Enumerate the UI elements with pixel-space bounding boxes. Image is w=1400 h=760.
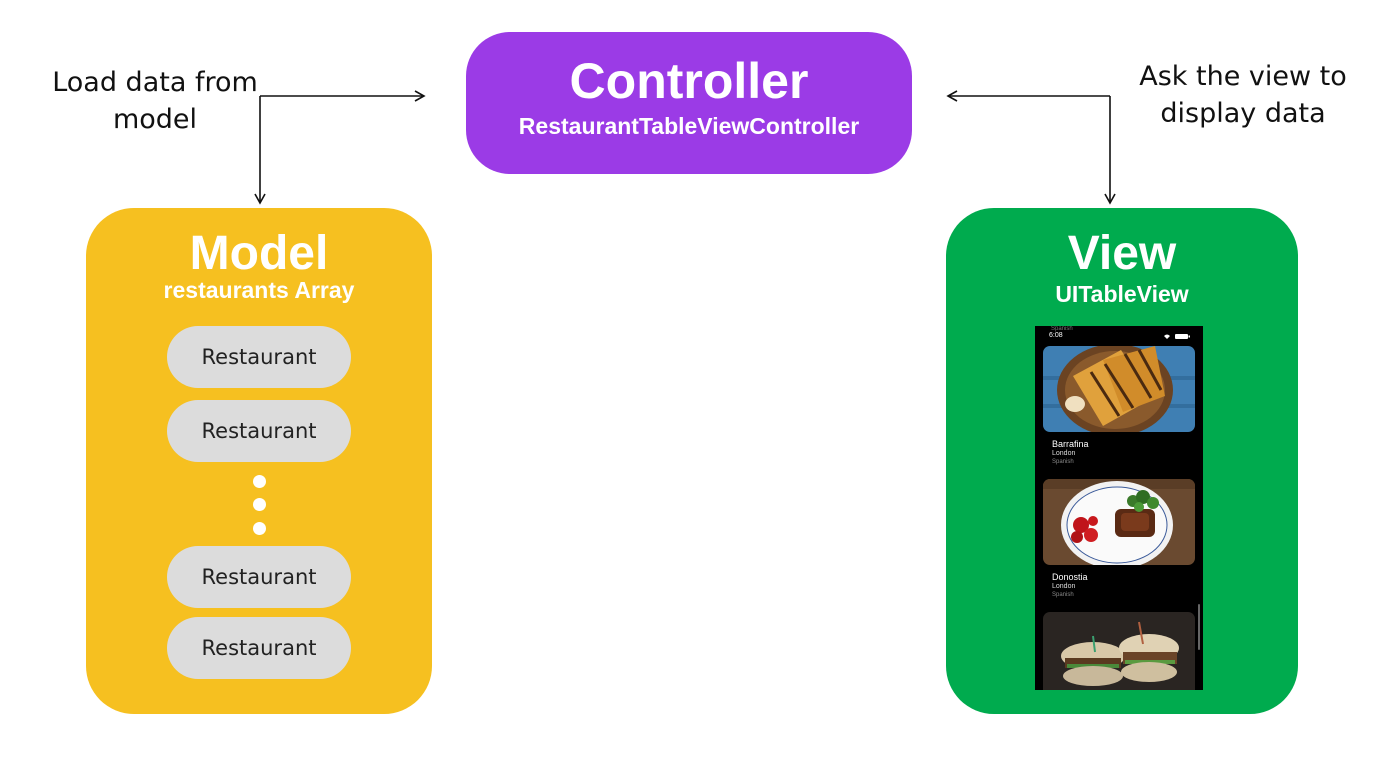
cuisine-label: Spanish <box>1051 326 1073 332</box>
restaurant-photo <box>1043 479 1195 565</box>
wifi-icon <box>1164 334 1170 339</box>
restaurant-item: Restaurant <box>167 326 351 388</box>
load-data-label: Load data from model <box>52 67 258 135</box>
restaurant-cuisine: Spanish <box>1052 459 1074 465</box>
ellipsis-dot <box>253 475 266 488</box>
ask-view-label: Ask the view to display data <box>1139 61 1347 129</box>
restaurant-item: Restaurant <box>167 400 351 462</box>
status-icons <box>1164 334 1190 339</box>
restaurant-cuisine: Spanish <box>1052 592 1074 598</box>
view-title: View <box>1067 227 1177 280</box>
scrollbar <box>1198 604 1200 650</box>
restaurant-photo <box>1043 346 1195 432</box>
ellipsis-dot <box>253 522 266 535</box>
restaurant-name: Donostia <box>1052 572 1088 582</box>
model-title: Model <box>189 227 329 280</box>
restaurant-name: Barrafina <box>1052 439 1089 449</box>
controller-subtitle: RestaurantTableViewController <box>518 113 860 139</box>
restaurant-city: London <box>1052 450 1076 457</box>
controller-box: Controller RestaurantTableViewController <box>466 32 912 174</box>
restaurant-item: Restaurant <box>167 617 351 679</box>
status-time: 6:08 <box>1049 332 1063 339</box>
phone-screenshot: Spanish 6:08 <box>1035 326 1203 690</box>
ellipsis-dot <box>253 498 266 511</box>
view-box: View UITableView Spanish 6:08 <box>946 208 1298 714</box>
controller-title: Controller <box>569 53 809 109</box>
model-subtitle: restaurants Array <box>163 277 355 303</box>
restaurant-city: London <box>1052 583 1076 590</box>
view-subtitle: UITableView <box>1055 281 1189 307</box>
restaurant-photo <box>1043 612 1195 690</box>
battery-icon <box>1175 334 1188 339</box>
restaurant-item: Restaurant <box>167 546 351 608</box>
model-box: Model restaurants Array Restaurant Resta… <box>86 208 432 714</box>
